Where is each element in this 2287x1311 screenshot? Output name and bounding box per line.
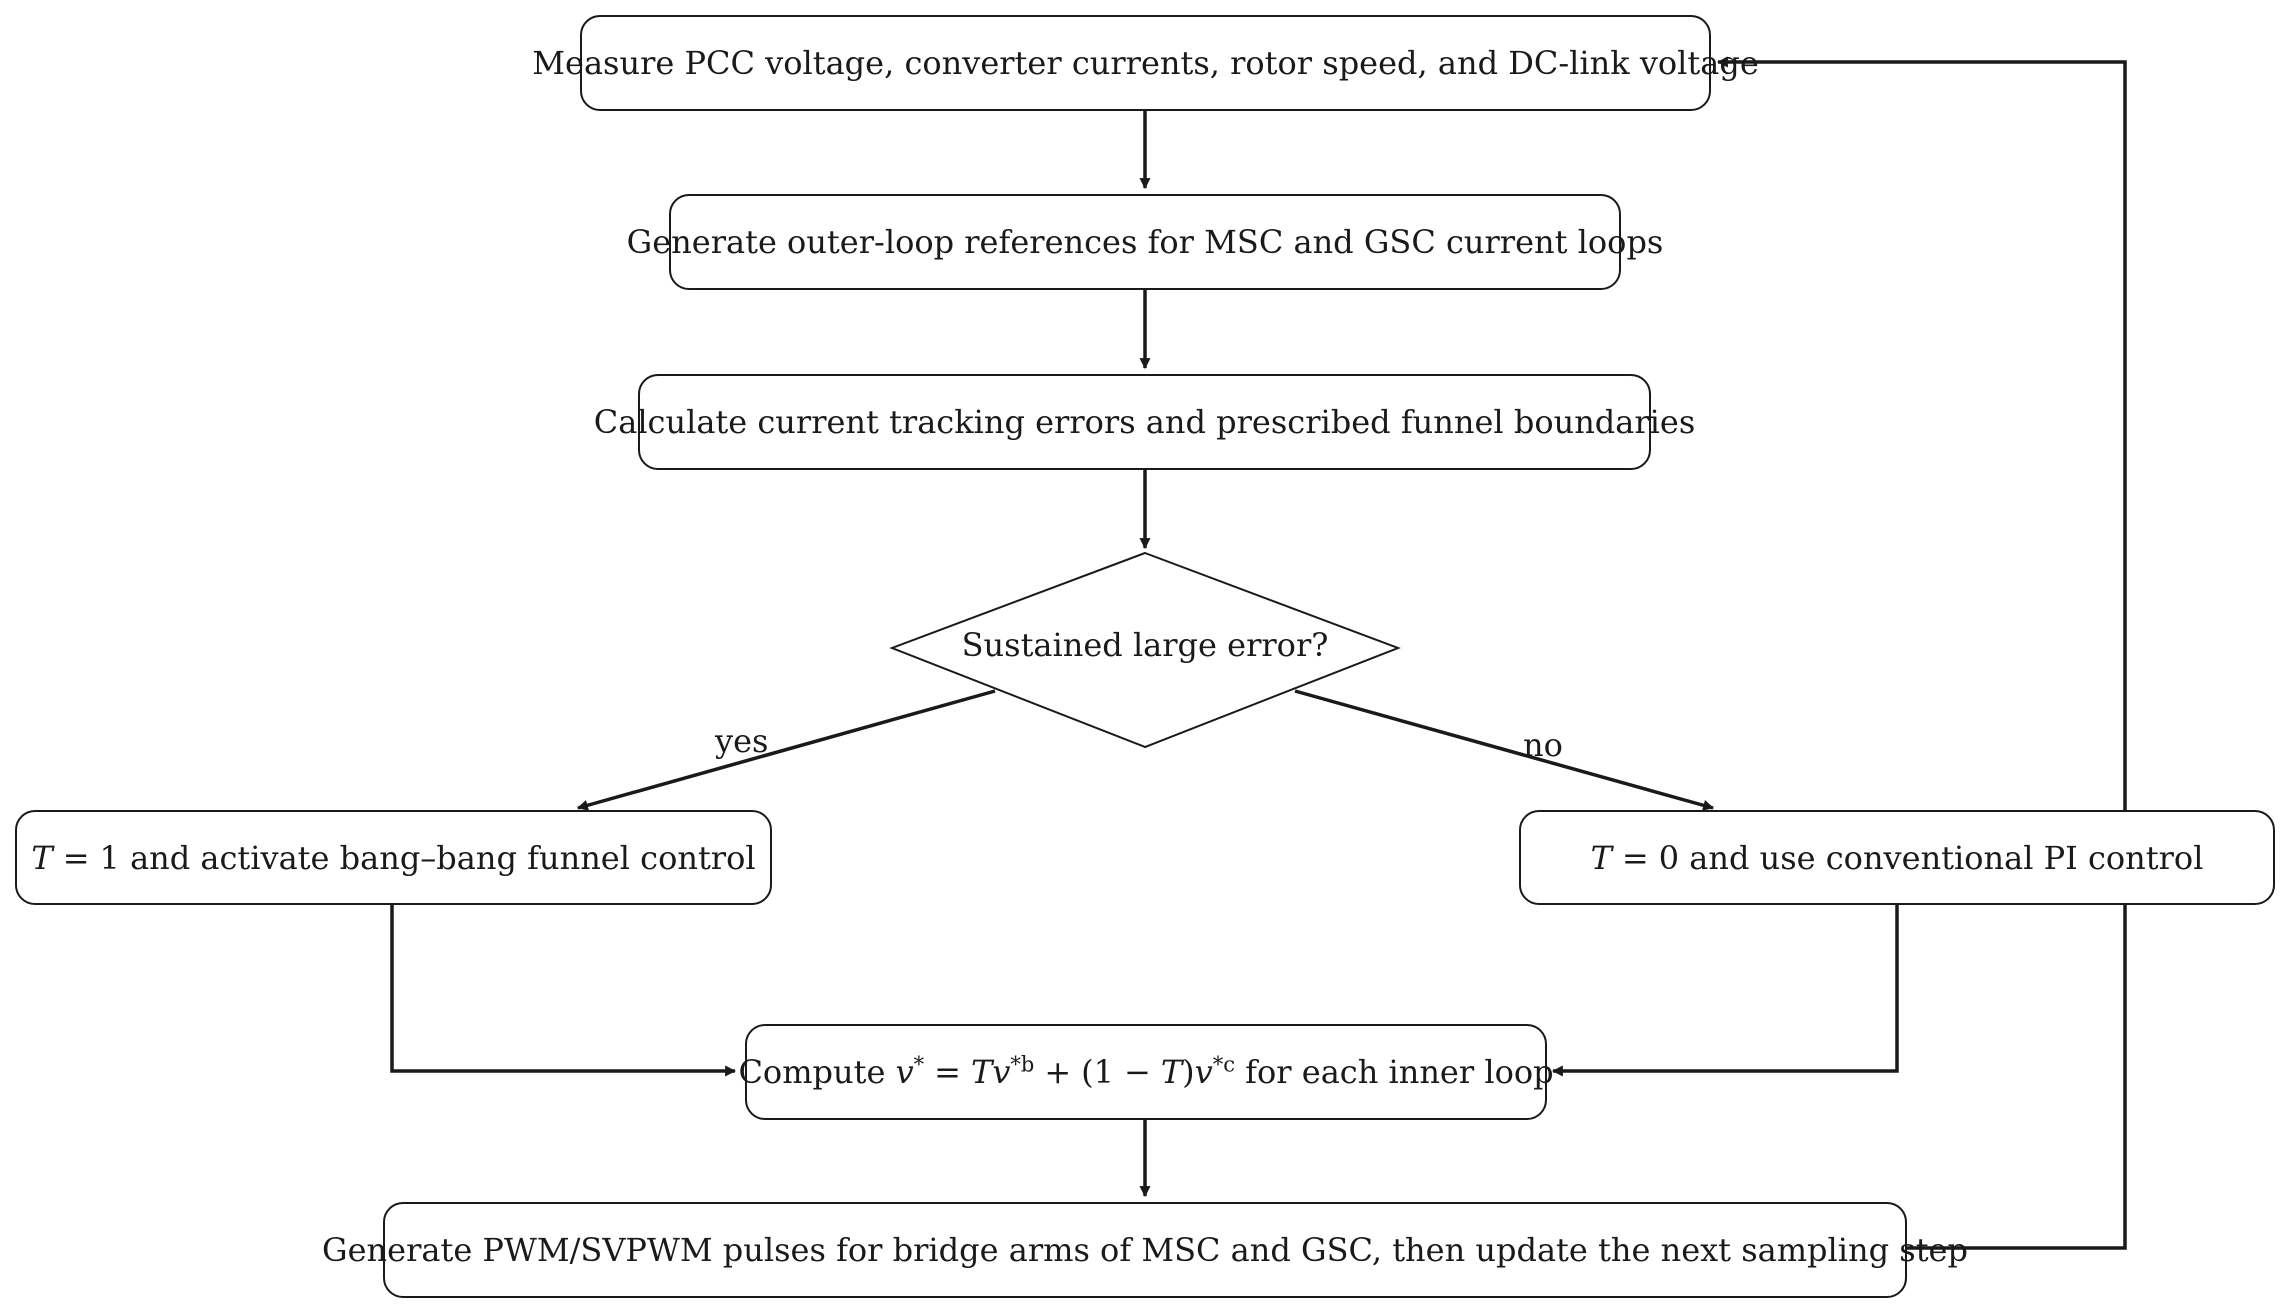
formula-minus: − — [1124, 1053, 1151, 1091]
formula-t-factor-2: T — [1160, 1053, 1183, 1091]
pwm-generation-text: Generate PWM/SVPWM pulses for bridge arm… — [322, 1231, 1968, 1269]
compute-prefix: Compute — [738, 1053, 886, 1091]
switch-value-no: 0 — [1658, 838, 1680, 877]
yes-edge-label: yes — [715, 722, 769, 760]
decision-diamond — [889, 551, 1401, 749]
formula-v-bang: v — [992, 1053, 1011, 1091]
formula-equals: = — [934, 1053, 961, 1091]
bang-bang-control-text: T=1 and activate bang–bang funnel contro… — [31, 839, 755, 877]
generate-references-box: Generate outer-loop references for MSC a… — [627, 194, 1663, 290]
arrow-no-to-compute — [1551, 905, 1899, 1077]
pi-description: and use conventional PI control — [1689, 838, 2204, 877]
pwm-generation-box: Generate PWM/SVPWM pulses for bridge arm… — [322, 1202, 1968, 1298]
voltage-ref-symbol: v — [895, 1053, 914, 1091]
decision-text: Sustained large error? — [961, 626, 1329, 664]
formula-plus: + — [1044, 1053, 1072, 1091]
equals-sign-no: = — [1621, 838, 1649, 877]
generate-references-text: Generate outer-loop references for MSC a… — [626, 223, 1664, 261]
equals-sign-yes: = — [62, 838, 90, 877]
arrow-decision-to-yes — [576, 689, 996, 811]
superscript-b: *b — [1010, 1052, 1035, 1077]
pi-control-text: T=0 and use conventional PI control — [1591, 839, 2204, 877]
voltage-ref-star: * — [913, 1052, 925, 1077]
switch-variable-yes: T — [31, 838, 53, 877]
arrow-yes-to-compute — [390, 905, 737, 1077]
measure-inputs-box: Measure PCC voltage, converter currents,… — [532, 15, 1759, 111]
bang-bang-control-box: T=1 and activate bang–bang funnel contro… — [15, 810, 772, 905]
pi-control-box: T=0 and use conventional PI control — [1519, 810, 2275, 905]
arrow-pwm-loopback-to-measure — [1716, 56, 2127, 1250]
tracking-errors-box: Calculate current tracking errors and pr… — [594, 374, 1695, 470]
arrow-decision-to-no — [1294, 689, 1715, 811]
compute-voltage-box: Compute v*=Tv*b+(1−T)v*c for each inner … — [738, 1024, 1554, 1120]
compute-voltage-formula: Compute v*=Tv*b+(1−T)v*c for each inner … — [738, 1053, 1553, 1091]
bang-bang-description: and activate bang–bang funnel control — [130, 838, 756, 877]
switch-variable-no: T — [1590, 838, 1612, 877]
formula-t-factor: T — [970, 1053, 993, 1091]
switch-value-yes: 1 — [99, 838, 120, 877]
tracking-errors-text: Calculate current tracking errors and pr… — [593, 403, 1696, 441]
measure-inputs-text: Measure PCC voltage, converter currents,… — [532, 44, 1759, 82]
formula-paren-close: ) — [1182, 1053, 1195, 1091]
superscript-c: *c — [1212, 1052, 1235, 1077]
formula-v-conventional: v — [1194, 1053, 1213, 1091]
compute-suffix: for each inner loop — [1245, 1053, 1554, 1091]
formula-paren-open: (1 — [1081, 1053, 1115, 1091]
no-edge-label: no — [1523, 726, 1563, 764]
